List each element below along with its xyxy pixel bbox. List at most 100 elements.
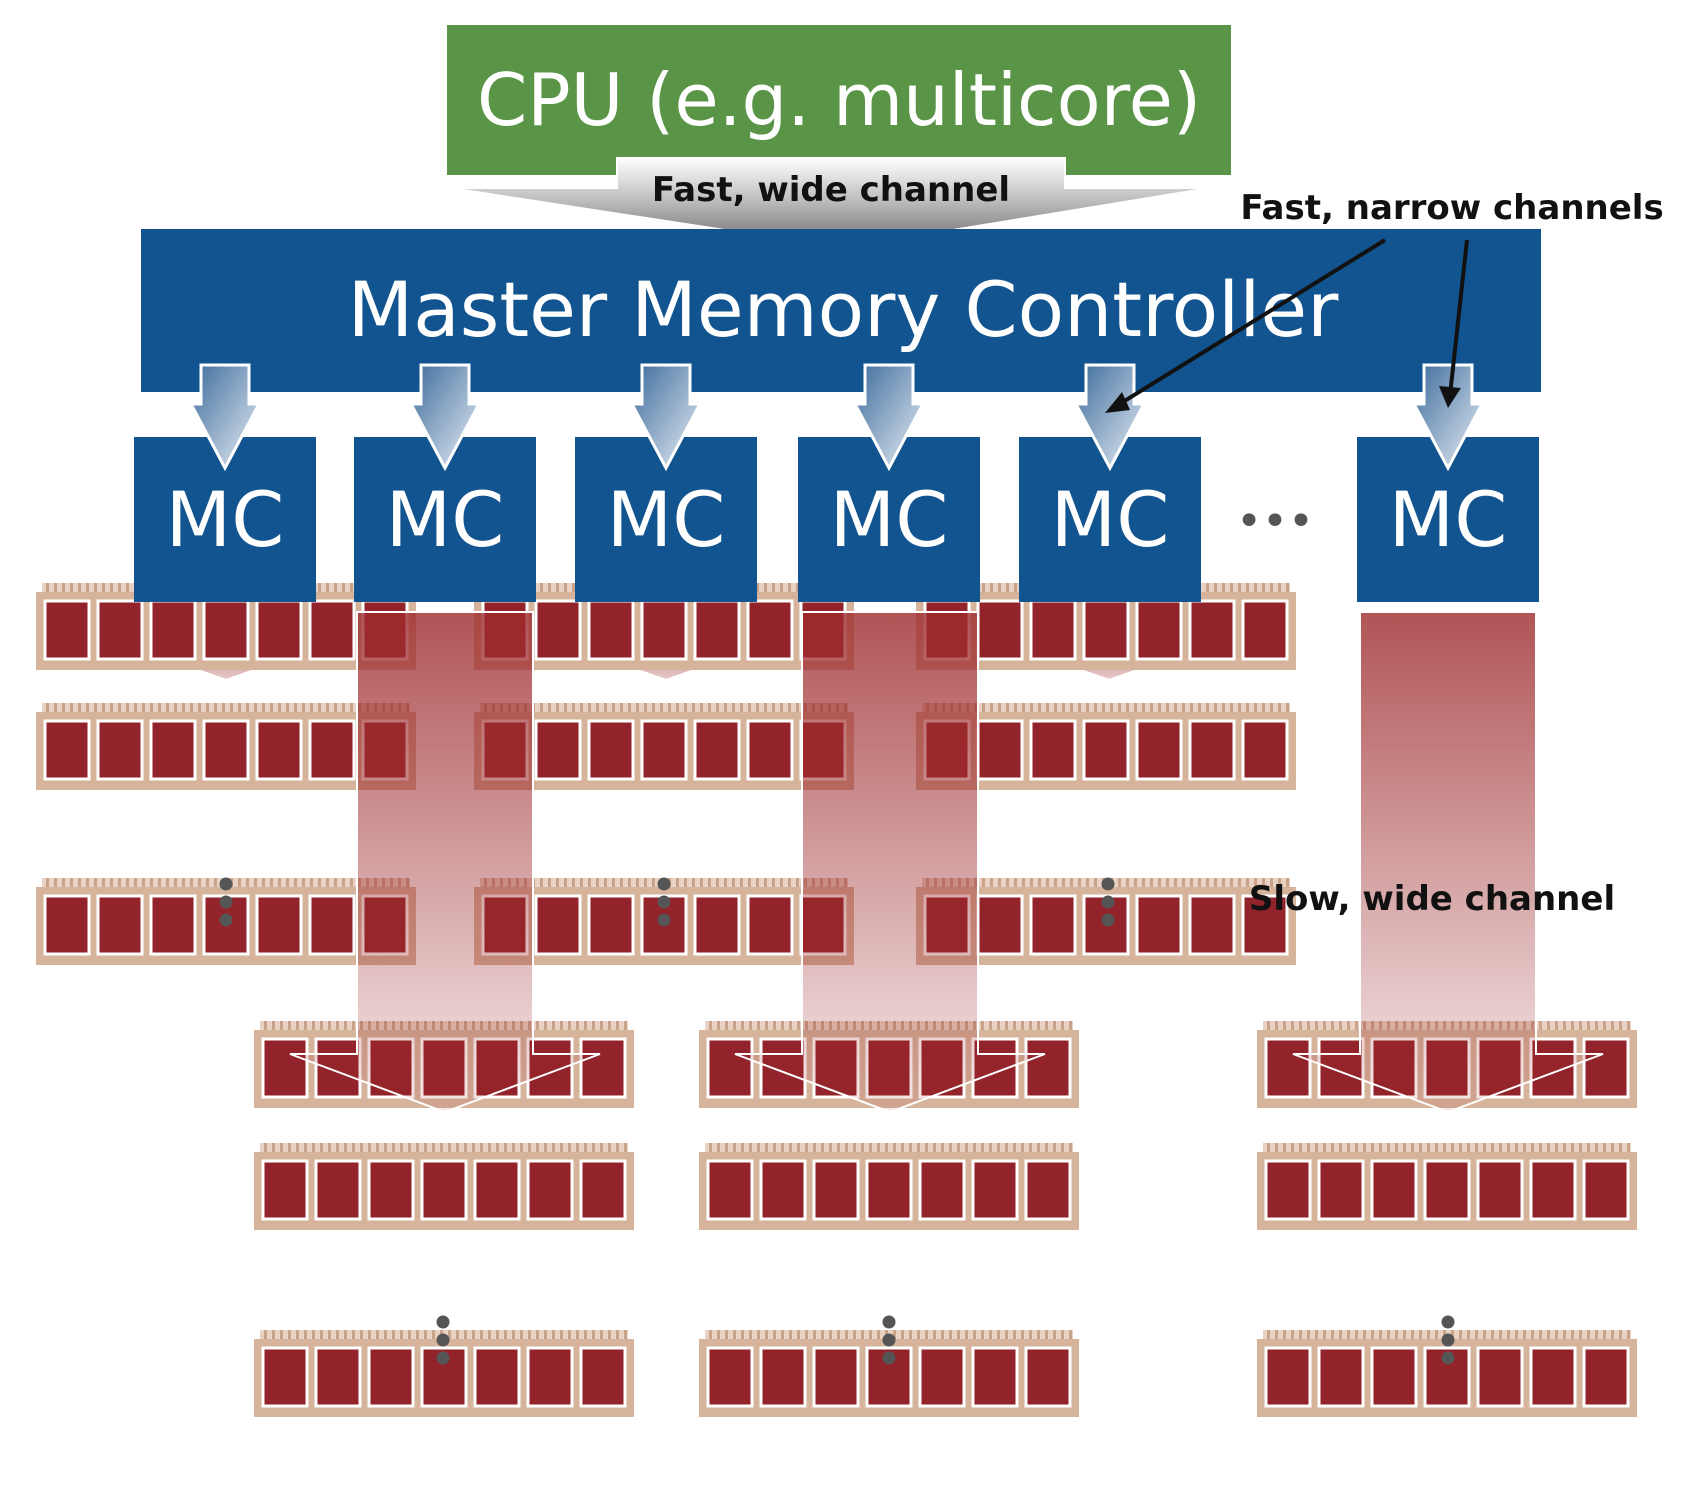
dimm-pin <box>238 703 241 712</box>
dimm-pin <box>1214 703 1217 712</box>
fast-narrow-channels-label: Fast, narrow channels <box>1240 188 1663 228</box>
dimm-pin <box>749 1021 752 1030</box>
dimm-pin <box>564 583 567 592</box>
dimm-pin <box>949 1143 952 1152</box>
dimm-pin <box>1587 1143 1590 1152</box>
dimm-pin <box>118 703 121 712</box>
dimm-pin <box>796 878 799 887</box>
dimm-pin <box>206 703 209 712</box>
dimm-pin <box>1222 583 1225 592</box>
memory-chip <box>759 1346 807 1408</box>
dimm-pin <box>1603 1330 1606 1339</box>
dimm-pin <box>158 878 161 887</box>
dimm-pin <box>1013 1143 1016 1152</box>
dimm-pin <box>1094 703 1097 712</box>
dimm-pin <box>254 703 257 712</box>
dimm-pin <box>206 878 209 887</box>
memory-chip <box>976 894 1024 956</box>
dimm-pin <box>1267 1021 1270 1030</box>
dimm-pin <box>320 1143 323 1152</box>
memory-chip <box>314 1159 362 1221</box>
dimm-pin <box>837 1143 840 1152</box>
dimm-pin <box>540 703 543 712</box>
memory-chip <box>1135 894 1183 956</box>
dimm-pin <box>1062 703 1065 712</box>
dimm-pin <box>1006 583 1009 592</box>
dimm-module <box>1257 1330 1637 1417</box>
dimm-pin <box>1451 1143 1454 1152</box>
dimm-pin <box>1523 1330 1526 1339</box>
dimm-pin <box>869 1330 872 1339</box>
dimm-pin <box>336 1143 339 1152</box>
dimm-pin <box>560 1143 563 1152</box>
dimm-pin <box>1190 703 1193 712</box>
dimm-pin <box>1275 1021 1278 1030</box>
dimm-pin <box>1061 1021 1064 1030</box>
dimm-pin <box>600 1330 603 1339</box>
dimm-pin <box>717 1021 720 1030</box>
memory-chip <box>971 1159 1019 1221</box>
dimm-pin <box>764 878 767 887</box>
dimm-pin <box>1371 1330 1374 1339</box>
dimm-pin <box>190 703 193 712</box>
dimm-pin <box>86 703 89 712</box>
dimm-pin <box>989 1021 992 1030</box>
dimm-pin <box>1037 1330 1040 1339</box>
dimm-pin <box>1507 1143 1510 1152</box>
dimm-pin <box>540 583 543 592</box>
dimm-pin <box>238 878 241 887</box>
dimm-pin <box>1254 878 1257 887</box>
dimm-pin <box>1499 1330 1502 1339</box>
dimm-pin <box>756 583 759 592</box>
memory-chip <box>706 1037 754 1099</box>
fast-wide-channel-label: Fast, wide channel <box>652 170 1010 210</box>
dimm-pin <box>764 703 767 712</box>
dimm-pin <box>432 1143 435 1152</box>
dimm-pin <box>416 1330 419 1339</box>
dimm-pin <box>788 583 791 592</box>
dimm-pin <box>1069 1021 1072 1030</box>
dimm-pin <box>1355 1021 1358 1030</box>
memory-chip <box>746 719 794 781</box>
dimm-pin <box>732 878 735 887</box>
dimm-pin <box>360 1143 363 1152</box>
dimm-pin <box>709 1330 712 1339</box>
dimm-pin <box>592 1330 595 1339</box>
dimm-pin <box>102 878 105 887</box>
dimm-pin <box>472 1143 475 1152</box>
dimm-pin <box>94 583 97 592</box>
dimm-pin <box>796 703 799 712</box>
dimm-pin <box>1507 1330 1510 1339</box>
dimm-pin <box>480 1330 483 1339</box>
dimm-pin <box>660 703 663 712</box>
dimm-pin <box>520 1143 523 1152</box>
dimm-pin <box>773 1330 776 1339</box>
dimm-pin <box>54 703 57 712</box>
memory-chip <box>1024 1346 1072 1408</box>
dimm-pin <box>724 878 727 887</box>
dimm-pin <box>336 1021 339 1030</box>
dimm-pin <box>1403 1143 1406 1152</box>
dimm-pin <box>520 1330 523 1339</box>
dimm-pin <box>1371 1143 1374 1152</box>
dimm-pin <box>1118 703 1121 712</box>
dimm-pin <box>556 878 559 887</box>
dimm-pin <box>1182 878 1185 887</box>
dimm-pin <box>1523 1143 1526 1152</box>
dimm-pin <box>676 878 679 887</box>
memory-chip <box>367 1346 415 1408</box>
dimm-pin <box>1062 878 1065 887</box>
dimm-pin <box>350 583 353 592</box>
dimm-pin <box>1379 1330 1382 1339</box>
dimm-pin <box>392 1330 395 1339</box>
memory-chip <box>812 1346 860 1408</box>
dimm-pin <box>998 703 1001 712</box>
memory-chip <box>255 719 303 781</box>
dimm-pin <box>1491 1330 1494 1339</box>
dimm-pin <box>1029 1143 1032 1152</box>
dimm-pin <box>781 1330 784 1339</box>
memory-chip <box>1188 599 1236 661</box>
dimm-pin <box>1291 1330 1294 1339</box>
dimm-pin <box>668 703 671 712</box>
dimm-pin <box>70 583 73 592</box>
